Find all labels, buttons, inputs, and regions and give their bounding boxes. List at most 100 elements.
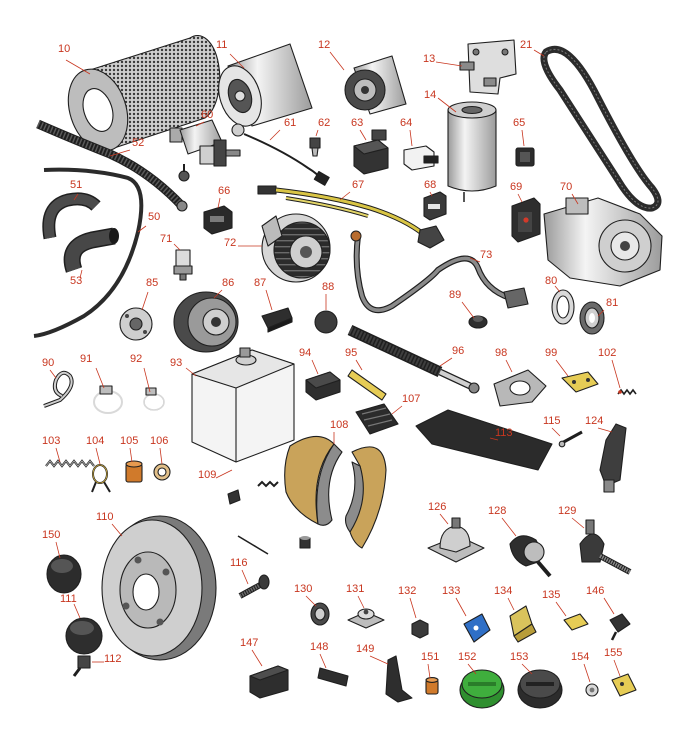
callout-21: 21 bbox=[520, 39, 532, 51]
callout-128: 128 bbox=[488, 505, 506, 517]
callout-132: 132 bbox=[398, 585, 416, 597]
leader-line-134 bbox=[507, 597, 515, 611]
callout-124: 124 bbox=[585, 415, 603, 427]
wheel-stud-icon bbox=[238, 574, 270, 599]
callout-105: 105 bbox=[120, 435, 138, 447]
callout-151: 151 bbox=[421, 651, 439, 663]
callout-80: 80 bbox=[545, 275, 557, 287]
leader-line-51 bbox=[73, 193, 79, 201]
callout-131: 131 bbox=[346, 583, 364, 595]
callout-66: 66 bbox=[218, 185, 230, 197]
fuel-cap-green-icon bbox=[459, 669, 505, 709]
callout-71: 71 bbox=[160, 233, 172, 245]
callout-111: 111 bbox=[60, 593, 77, 605]
leader-line-64 bbox=[409, 129, 413, 147]
mounting-bracket-icon bbox=[459, 39, 517, 95]
leader-line-93 bbox=[185, 367, 197, 377]
callout-94: 94 bbox=[299, 347, 311, 359]
cable-end-icon bbox=[609, 613, 631, 641]
hose-icon bbox=[42, 192, 101, 240]
leader-line-107 bbox=[391, 405, 403, 415]
leader-line-147 bbox=[251, 649, 263, 667]
hub-flange-icon bbox=[119, 307, 153, 341]
callout-73: 73 bbox=[480, 249, 492, 261]
callout-99: 99 bbox=[545, 347, 557, 359]
clip-icon bbox=[261, 307, 293, 333]
leader-line-14 bbox=[437, 97, 457, 113]
callout-70: 70 bbox=[560, 181, 572, 193]
leader-line-115 bbox=[551, 427, 561, 437]
drive-belt-icon bbox=[540, 45, 662, 212]
rubber-ball-icon bbox=[314, 310, 338, 334]
callout-104: 104 bbox=[86, 435, 104, 447]
leader-line-73 bbox=[469, 257, 481, 263]
leader-line-113 bbox=[489, 437, 499, 441]
spring-small-icon bbox=[617, 388, 637, 396]
fuel-cap-icon bbox=[517, 669, 563, 709]
callout-62: 62 bbox=[318, 117, 330, 129]
air-filter-icon bbox=[67, 34, 221, 152]
leader-line-85 bbox=[141, 291, 149, 311]
leader-line-133 bbox=[455, 597, 467, 617]
bracket-tall-icon bbox=[385, 655, 413, 703]
gasket-icon bbox=[493, 369, 547, 407]
switch-icon bbox=[423, 191, 447, 221]
sensor-lead-icon bbox=[231, 123, 330, 186]
leader-line-11 bbox=[229, 53, 245, 69]
callout-11: 11 bbox=[216, 39, 227, 51]
corrugated-hose-icon bbox=[36, 119, 188, 212]
leader-line-21 bbox=[533, 49, 545, 57]
leader-line-81 bbox=[597, 309, 605, 317]
leader-line-63 bbox=[359, 129, 367, 141]
leader-line-155 bbox=[613, 659, 621, 677]
callout-85: 85 bbox=[146, 277, 158, 289]
callout-12: 12 bbox=[318, 39, 330, 51]
callout-106: 106 bbox=[150, 435, 168, 447]
brake-shoes-icon bbox=[284, 435, 387, 549]
callout-115: 115 bbox=[543, 415, 561, 427]
callout-63: 63 bbox=[351, 117, 363, 129]
cap-icon bbox=[65, 617, 103, 655]
tie-rod-end-icon bbox=[579, 519, 632, 575]
callout-98: 98 bbox=[495, 347, 507, 359]
callout-149: 149 bbox=[356, 643, 374, 655]
leader-line-153 bbox=[521, 663, 533, 675]
leader-line-52 bbox=[109, 149, 131, 157]
callout-112: 112 bbox=[104, 653, 122, 665]
callout-10: 10 bbox=[58, 43, 70, 55]
rocker-switch-icon bbox=[515, 147, 535, 167]
leader-line-90 bbox=[49, 369, 57, 379]
callout-113: 113 bbox=[495, 427, 513, 439]
callout-50: 50 bbox=[148, 211, 160, 223]
connector-icon bbox=[317, 667, 349, 687]
torsion-spring-icon bbox=[91, 464, 111, 493]
part-illustrations bbox=[33, 34, 663, 709]
callout-129: 129 bbox=[558, 505, 576, 517]
bearing-icon bbox=[579, 301, 605, 335]
leader-line-116 bbox=[241, 569, 249, 585]
callout-155: 155 bbox=[604, 647, 622, 659]
hinge-icon bbox=[561, 371, 599, 393]
callout-107: 107 bbox=[402, 393, 420, 405]
leader-line-146 bbox=[603, 597, 615, 615]
pin-long-icon bbox=[558, 430, 583, 448]
callout-103: 103 bbox=[42, 435, 60, 447]
callout-95: 95 bbox=[345, 347, 357, 359]
bushing-small-icon bbox=[425, 677, 439, 695]
bushing-icon bbox=[125, 460, 143, 483]
tension-spring-icon bbox=[45, 459, 95, 468]
callout-152: 152 bbox=[458, 651, 476, 663]
leader-line-132 bbox=[409, 597, 417, 619]
callout-72: 72 bbox=[224, 237, 236, 249]
leader-line-149 bbox=[369, 655, 389, 665]
callout-96: 96 bbox=[452, 345, 464, 357]
callout-102: 102 bbox=[598, 347, 616, 359]
callout-116: 116 bbox=[230, 557, 248, 569]
hose-clamp-icon bbox=[93, 385, 123, 414]
leader-line-135 bbox=[555, 601, 567, 617]
leader-line-130 bbox=[305, 595, 317, 607]
callout-93: 93 bbox=[170, 357, 182, 369]
bleed-screw-icon bbox=[72, 655, 91, 677]
leader-line-104 bbox=[95, 447, 101, 465]
